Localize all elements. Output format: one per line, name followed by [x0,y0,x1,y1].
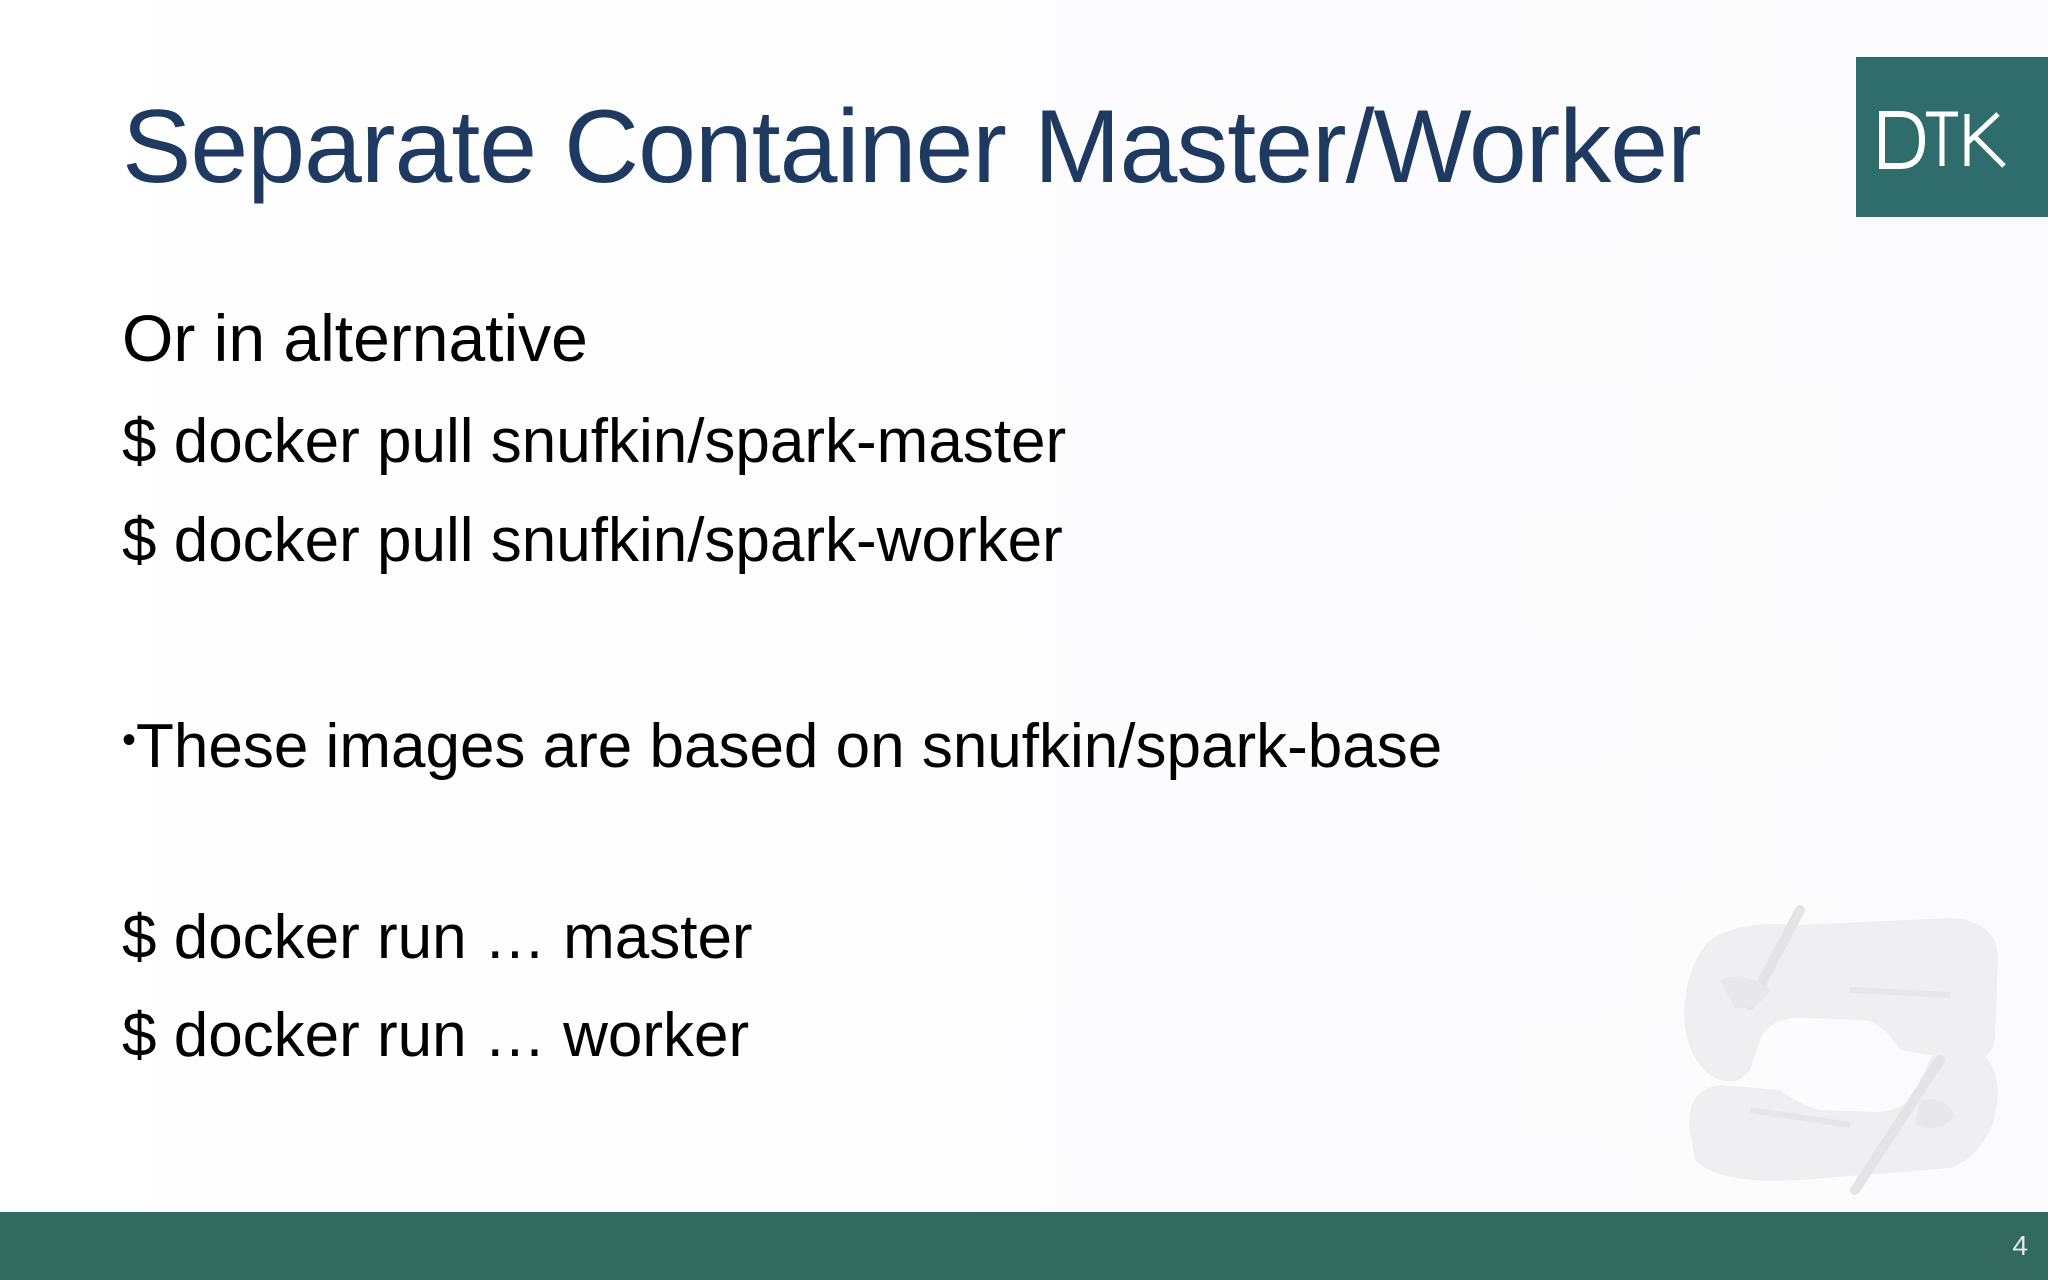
slide-title: Separate Container Master/Worker [122,89,1702,205]
command-run-master: $ docker run … master [122,903,753,972]
footer-bar: 4 [0,1212,2048,1280]
bullet-icon: • [122,718,137,762]
command-pull-worker: $ docker pull snufkin/spark-worker [122,506,1063,575]
bullet-item: •These images are based on snufkin/spark… [122,700,1442,787]
bullet-text: These images are based on snufkin/spark-… [136,712,1443,781]
page-number: 4 [2012,1230,2028,1261]
hands-drawing-watermark-icon [1650,900,2015,1200]
command-pull-master: $ docker pull snufkin/spark-master [122,407,1067,476]
command-run-worker: $ docker run … worker [122,1001,750,1070]
subheading: Or in alternative [122,301,588,375]
dtk-logo-icon [1856,57,2048,217]
